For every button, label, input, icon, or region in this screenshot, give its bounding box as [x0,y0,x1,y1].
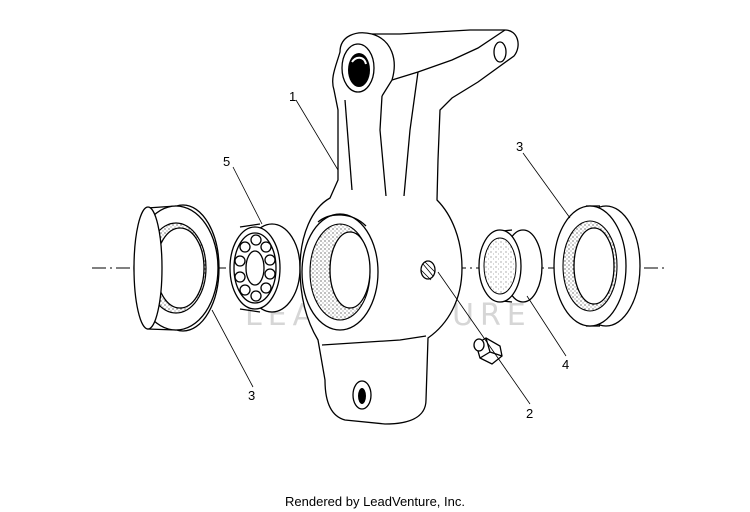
ball-bearing [229,223,301,313]
callout-4: 4 [562,357,569,372]
bearing-balls [234,234,276,302]
leader-lines [211,99,571,405]
spindle-housing [299,29,519,425]
callout-5: 5 [223,154,230,169]
grease-fitting [473,337,503,365]
callouts: 1 2 3 3 4 5 [223,89,569,421]
leader-2 [437,271,531,405]
bearing-cone-right [478,229,543,303]
footer-credit: Rendered by LeadVenture, Inc. [285,494,465,509]
leader-3b [522,152,571,219]
callout-2: 2 [526,406,533,421]
leader-5 [232,166,263,225]
leader-4 [526,295,567,357]
callout-1: 1 [289,89,296,104]
bearing-cup-right [553,205,641,327]
callout-3-left: 3 [248,388,255,403]
leader-3a [211,309,254,388]
bearing-cup-left [133,204,220,332]
callout-3-right: 3 [516,139,523,154]
leader-1 [295,99,339,171]
